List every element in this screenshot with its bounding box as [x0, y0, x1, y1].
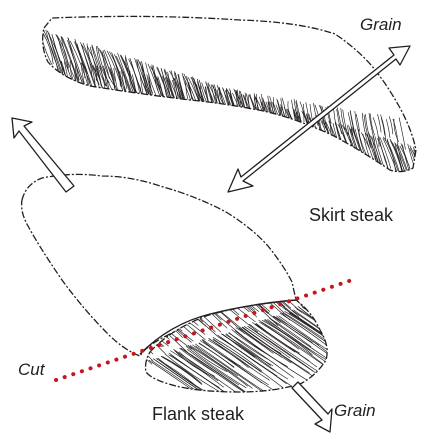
grain-stroke [249, 189, 312, 244]
grain-stroke [267, 184, 363, 267]
grain-stroke [267, 184, 379, 281]
skirt-steak-label: Skirt steak [309, 206, 393, 224]
grain-stroke [314, 303, 353, 330]
cut-label: Cut [18, 361, 44, 378]
grain-label-top: Grain [360, 16, 402, 33]
grain-stroke [317, 301, 350, 324]
grain-stroke [249, 190, 310, 243]
grain-stroke [315, 303, 358, 333]
grain-label-bottom: Grain [334, 402, 376, 419]
flank-steak-label: Flank steak [152, 405, 244, 423]
flank-grain-arrow-lower [292, 382, 332, 432]
grain-stroke [312, 302, 349, 328]
grain-stroke [413, 147, 436, 217]
grain-stroke [418, 151, 436, 212]
grain-stroke [415, 150, 436, 212]
grain-stroke [318, 299, 364, 331]
